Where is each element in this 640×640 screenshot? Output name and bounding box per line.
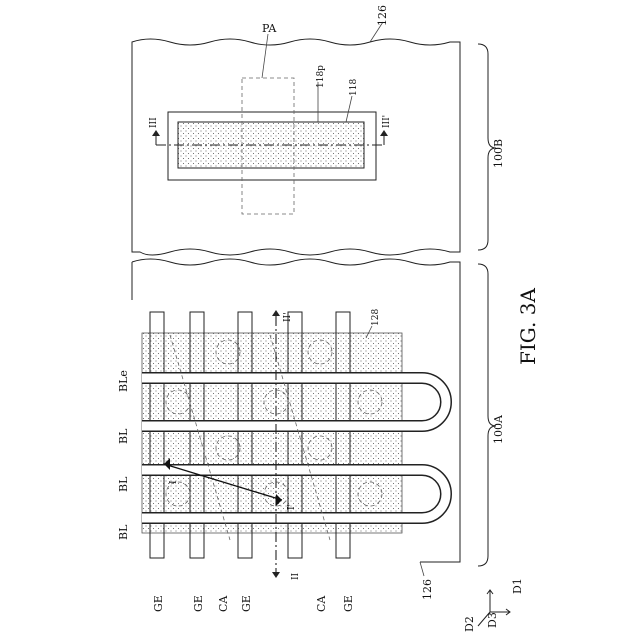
label-100a: 100A <box>492 414 505 444</box>
label-ge: GE <box>342 595 355 612</box>
label-d1: D1 <box>511 578 524 594</box>
figure-caption: FIG. 3A <box>516 288 540 365</box>
leader-126-bottom <box>420 562 424 576</box>
label-128: 128 <box>371 309 381 326</box>
section-ii-top-arrowhead <box>272 310 280 316</box>
region-100b: PA 118p 118 126 III III' 100B <box>132 5 505 255</box>
label-ge: GE <box>192 595 205 612</box>
leader-118 <box>346 96 352 122</box>
label-118p: 118p <box>316 65 326 88</box>
label-126-top: 126 <box>376 5 389 26</box>
label-100b: 100B <box>492 139 505 168</box>
label-bl: BL <box>117 524 130 540</box>
section-iii-right-arrowhead <box>380 130 388 136</box>
label-pa: PA <box>262 22 277 35</box>
label-d2: D2 <box>463 616 476 632</box>
region-100a: 128 126 100A BL BL BL BLe GE GE CA GE CA… <box>117 259 505 612</box>
label-i: I <box>169 480 179 484</box>
brace-100a <box>478 264 496 566</box>
label-ii: II <box>291 572 301 580</box>
label-ge: GE <box>240 595 253 612</box>
label-118: 118 <box>349 79 359 96</box>
label-bl: BL <box>117 428 130 444</box>
section-ii-bottom-arrowhead <box>272 572 280 578</box>
label-ii-prime: II' <box>283 312 293 322</box>
label-i-prime: I' <box>287 504 297 510</box>
label-ge: GE <box>152 595 165 612</box>
label-126-bottom: 126 <box>421 579 434 600</box>
label-iii-prime: III' <box>382 115 392 128</box>
label-bl: BL <box>117 476 130 492</box>
layer-128 <box>142 333 402 533</box>
axes-indicator: D1 D2 D3 <box>463 578 524 632</box>
label-iii: III <box>149 117 159 128</box>
leader-pa <box>262 34 268 78</box>
label-ca: CA <box>315 595 328 612</box>
section-iii-left-arrowhead <box>152 130 160 136</box>
label-ble: BLe <box>117 370 130 392</box>
label-ca: CA <box>217 595 230 612</box>
label-d3: D3 <box>486 612 499 628</box>
